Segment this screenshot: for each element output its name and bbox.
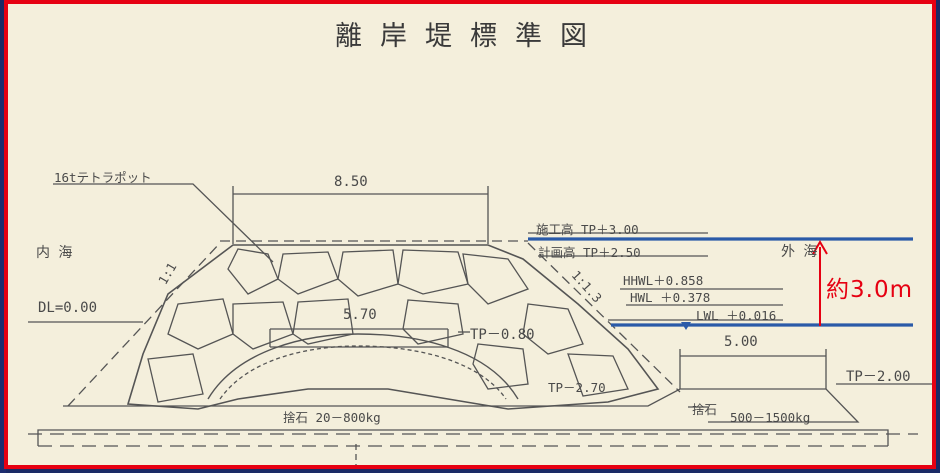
inner-sea-label: 内 海 (36, 245, 73, 261)
tp-080-label: TP－0.80 (470, 327, 535, 343)
rubble-core (207, 333, 519, 400)
outer-sea-label: 外 海 (781, 244, 818, 260)
diagram-title: 離岸堤標準図 (335, 21, 605, 52)
tetrapod-label: 16tテトラポット (54, 170, 152, 185)
height-annotation: 約3.0m (826, 277, 913, 303)
breakwater-drawing (28, 183, 932, 465)
crest-width-label: 8.50 (334, 174, 368, 190)
tp-270-label: TP－2.70 (548, 380, 606, 395)
dl-label: DL=0.00 (38, 300, 98, 316)
apron-rubble-label: 捨石 (692, 402, 718, 417)
construction-height-label: 施工高 TP＋3.00 (536, 222, 639, 237)
left-slope-line (67, 242, 221, 407)
main-rubble-label: 捨石 20－800kg (283, 410, 381, 425)
hwl-label: HWL ＋0.378 (630, 290, 711, 305)
tetrapod-leader (53, 183, 274, 263)
tetrapod-mass (126, 244, 660, 410)
left-edge (0, 60, 6, 473)
right-slope-line (527, 242, 681, 393)
plan-height-label: 計画高 TP＋2.50 (538, 245, 641, 260)
annotation-arrow (812, 240, 828, 255)
apron-rubble-weight: 500－1500kg (730, 410, 811, 425)
lwl-label: LWL ＋0.016 (696, 308, 777, 323)
diagram-frame: 離岸堤標準図 (4, 0, 936, 469)
base-mat (37, 429, 889, 446)
hhwl-label: HHWL＋0.858 (623, 273, 704, 288)
apron-width-label: 5.00 (724, 334, 758, 350)
tp-200-label: TP－2.00 (846, 369, 911, 385)
inner-width-label: 5.70 (343, 307, 377, 323)
